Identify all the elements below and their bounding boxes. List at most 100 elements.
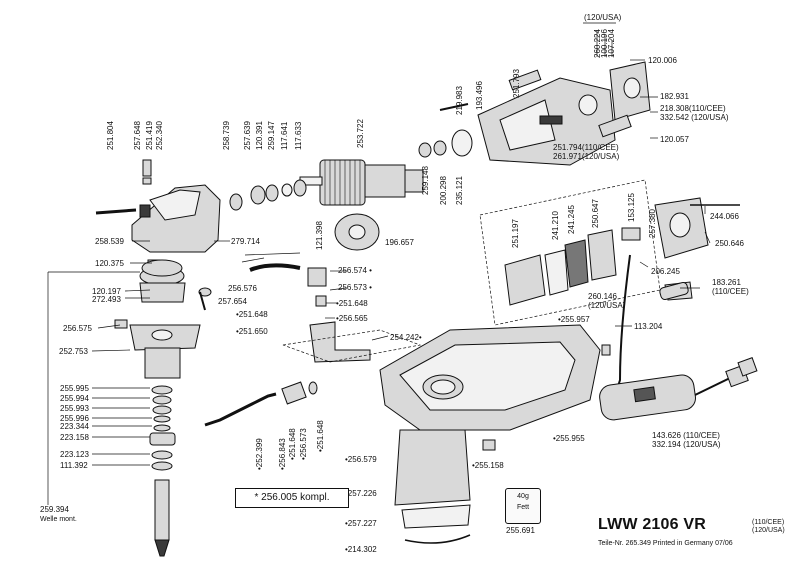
label-251419: 251.419 xyxy=(145,121,154,150)
label-255955: •255.955 xyxy=(553,434,585,443)
label-110cee: (110/CEE) xyxy=(712,287,749,296)
label-256573b: •256.573 xyxy=(299,428,308,460)
label-244066: 244.066 xyxy=(710,212,739,221)
label-255994: 255.994 xyxy=(60,394,89,403)
label-143626: 143.626 (110/CEE) xyxy=(652,431,720,440)
spring xyxy=(204,381,318,427)
label-183261: 183.261 xyxy=(712,278,741,287)
label-251648c: •251.648 xyxy=(288,428,297,460)
label-251650: •251.650 xyxy=(236,327,268,336)
label-219983: 219.983 xyxy=(455,86,464,115)
label-251648b: •251.648 xyxy=(236,310,268,319)
label-251793: 251.793 xyxy=(512,69,521,98)
label-257648: 257.648 xyxy=(133,121,142,150)
model-variants: (110/CEE) (120/USA) xyxy=(752,519,785,535)
label-200298: 200.298 xyxy=(439,176,448,205)
label-254242: 254.242• xyxy=(390,333,422,342)
variant-usa: (120/USA) xyxy=(752,527,785,534)
label-255996: 255.996 xyxy=(60,414,89,423)
label-120usa: (120/USA) xyxy=(588,301,626,310)
label-241245: 241.245 xyxy=(567,205,576,234)
label-256579: •256.579 xyxy=(345,455,377,464)
label-218308: 218.308(110/CEE) xyxy=(660,104,726,113)
label-120375: 120.375 xyxy=(95,259,124,268)
model-title: LWW 2106 VR xyxy=(598,516,707,533)
label-welle-mont: Welle mont. xyxy=(40,516,77,523)
label-259148: 259.148 xyxy=(421,166,430,195)
label-120057: 120.057 xyxy=(660,135,689,144)
label-214302: •214.302 xyxy=(345,545,377,554)
label-100196: 100.196 xyxy=(600,29,609,58)
label-120006: 120.006 xyxy=(648,56,677,65)
label-258539: 258.539 xyxy=(95,237,124,246)
label-153125: 153.125 xyxy=(627,193,636,222)
label-223344: 223.344 xyxy=(60,422,89,431)
label-260224: 260.224 xyxy=(593,29,602,58)
label-255158: •255.158 xyxy=(472,461,504,470)
label-258739: 258.739 xyxy=(222,121,231,150)
label-260146: 260.146 xyxy=(588,292,617,301)
label-120391: 120.391 xyxy=(255,121,264,150)
label-usa-top: (120/USA) xyxy=(584,13,622,22)
part-number-footer: Teile-Nr. 265.349 Printed in Germany 07/… xyxy=(598,540,733,547)
label-261971: 261.971(120/USA) xyxy=(553,152,620,161)
grease-amount: 40g xyxy=(517,493,529,500)
label-255957: •255.957 xyxy=(558,315,590,324)
label-257226: •257.226 xyxy=(345,489,377,498)
label-257380: 257.380 xyxy=(648,209,657,238)
label-255995: 255.995 xyxy=(60,384,89,393)
label-251794: 251.794(110/CEE) xyxy=(553,143,619,152)
label-256574: 256.574 • xyxy=(338,266,372,275)
label-223123: 223.123 xyxy=(60,450,89,459)
label-113204: 113.204 xyxy=(634,322,663,331)
label-257639: 257.639 xyxy=(243,121,252,150)
label-196657: 196.657 xyxy=(385,238,414,247)
label-257227: •257.227 xyxy=(345,519,377,528)
label-255993: 255.993 xyxy=(60,404,89,413)
base-stand xyxy=(379,324,601,431)
label-117641: 117.641 xyxy=(280,121,289,150)
label-256843: •256.843 xyxy=(278,438,287,470)
label-107204: 107.204 xyxy=(607,29,616,58)
label-120197: 120.197 xyxy=(92,287,121,296)
label-251197: 251.197 xyxy=(511,219,520,248)
gear-head-housing xyxy=(131,184,221,253)
label-253722: 253.722 xyxy=(356,119,365,148)
label-259147: 259.147 xyxy=(267,121,276,150)
label-252753: 252.753 xyxy=(59,347,88,356)
gear-wheel xyxy=(334,213,380,251)
kit-note-box: * 256.005 kompl. xyxy=(235,488,349,508)
label-235121: 235.121 xyxy=(455,176,464,205)
label-252340: 252.340 xyxy=(155,121,164,150)
label-259394: 259.394 xyxy=(40,505,69,514)
label-206245: 206.245 xyxy=(651,267,680,276)
label-252399: •252.399 xyxy=(255,438,264,470)
label-117633: 117.633 xyxy=(294,121,303,150)
label-193496: 193.496 xyxy=(475,81,484,110)
label-332542: 332.542 (120/USA) xyxy=(660,113,729,122)
label-223158: 223.158 xyxy=(60,433,89,442)
label-182931: 182.931 xyxy=(660,92,689,101)
label-250647: 250.647 xyxy=(591,199,600,228)
grease-label: Fett xyxy=(516,504,530,511)
armature xyxy=(299,159,424,206)
variant-cee: (110/CEE) xyxy=(752,519,785,526)
label-256576: 256.576 xyxy=(228,284,257,293)
label-111392: 111.392 xyxy=(60,461,88,470)
grease-container: 40g Fett xyxy=(505,488,541,524)
label-279714: 279.714 xyxy=(231,237,260,246)
label-256565: •256.565 xyxy=(336,314,368,323)
label-250646: 250.646 xyxy=(715,239,744,248)
label-251648a: •251.648 xyxy=(336,299,368,308)
label-332194: 332.194 (120/USA) xyxy=(652,440,721,449)
grease-part-number: 255.691 xyxy=(506,526,535,535)
label-251804: 251.804 xyxy=(106,121,115,150)
label-256573a: 256.573 • xyxy=(338,283,372,292)
motor-housing xyxy=(477,77,616,166)
label-256575: 256.575 xyxy=(63,324,92,333)
label-251648d: •251.648 xyxy=(316,420,325,452)
title-block: LWW 2106 VR (110/CEE) (120/USA) xyxy=(598,516,785,534)
label-241210: 241.210 xyxy=(551,211,560,240)
